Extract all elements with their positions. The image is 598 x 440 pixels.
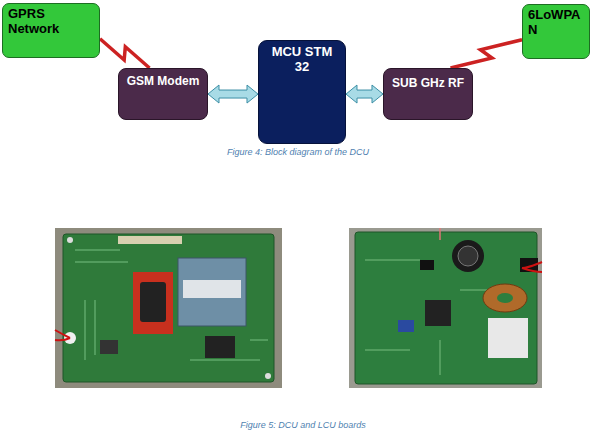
- network-box: 6LoWPA N: [522, 4, 590, 59]
- block-label: GPRS Network: [8, 7, 94, 37]
- inductor: [420, 260, 434, 270]
- connector-strip: [118, 236, 182, 244]
- photo-background: [55, 228, 282, 388]
- wire: [55, 330, 70, 340]
- chip: [205, 336, 235, 358]
- photo-background: [349, 228, 542, 388]
- relay-body: [140, 282, 166, 322]
- wireless-link: [100, 39, 150, 68]
- capacitor: [452, 240, 484, 272]
- mount-hole: [67, 237, 73, 243]
- bus-arrow: [208, 85, 258, 103]
- toroid-hole: [497, 293, 513, 303]
- block-box: SUB GHz RF: [383, 68, 473, 120]
- pcb-traces: [75, 250, 268, 360]
- figure-caption: Figure 4: Block diagram of the DCU: [227, 147, 369, 157]
- dcu-board-photo: [55, 228, 282, 388]
- block-box: MCU STM 32: [258, 40, 346, 144]
- lcu-board-photo: [349, 228, 542, 388]
- block-label: SUB GHz RF: [388, 77, 468, 91]
- module-sticker: [183, 280, 241, 298]
- block-box: GSM Modem: [118, 68, 208, 120]
- bus-arrow: [346, 85, 383, 103]
- block-label: 6LoWPA N: [528, 8, 584, 38]
- relay: [133, 272, 173, 334]
- blue-component: [398, 320, 414, 332]
- capacitor-top: [458, 246, 478, 266]
- chip: [425, 300, 451, 326]
- pcb: [63, 234, 274, 382]
- transformer: [488, 318, 528, 358]
- pcb: [355, 232, 537, 384]
- mount-hole: [265, 373, 271, 379]
- wire: [522, 262, 542, 272]
- wireless-link: [451, 40, 523, 68]
- chip: [100, 340, 118, 354]
- figure-caption: Figure 5: DCU and LCU boards: [240, 420, 366, 430]
- block-label: MCU STM 32: [263, 45, 341, 75]
- network-box: GPRS Network: [2, 3, 100, 58]
- gsm-module: [178, 258, 246, 326]
- toroid-coil: [483, 284, 527, 312]
- block-label: GSM Modem: [123, 75, 203, 89]
- pcb-traces: [365, 260, 490, 375]
- wire: [439, 228, 441, 240]
